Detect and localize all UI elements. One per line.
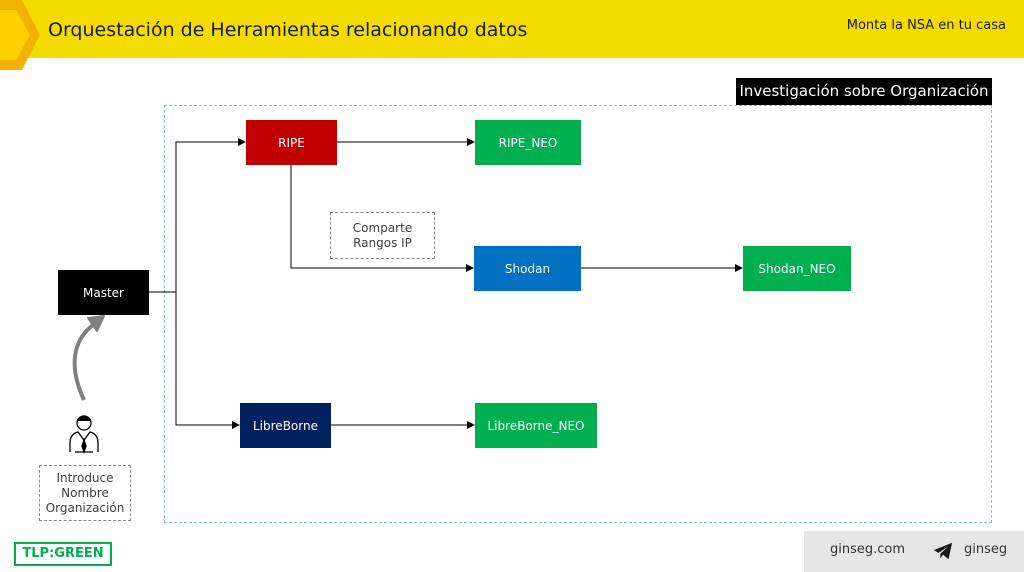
curved-arrow-icon [72,315,105,401]
libreborne-neo-node: LibreBorne_NEO [475,403,597,448]
hexagon-logo-icon [0,0,40,70]
header-tagline: Monta la NSA en tu casa [846,18,1006,33]
tlp-badge: TLP:GREEN [14,542,112,566]
footer-bar: ginseg.com ginseg [804,531,1024,572]
input-organization-note: Introduce Nombre Organización [39,465,131,521]
connector-master-libreborne [175,292,240,429]
page-title: Orquestación de Herramientas relacionand… [48,19,528,41]
note-line: Nombre [61,485,109,500]
connector-ripe-shodan [290,165,474,272]
note-line: Organización [45,500,125,515]
shodan-neo-node: Shodan_NEO [743,246,851,291]
libreborne-node: LibreBorne [240,403,331,448]
investigation-region [164,105,992,523]
ripe-node: RIPE [246,120,337,165]
telegram-icon [933,542,953,560]
note-line: Comparte [352,220,413,235]
header-bar [0,0,1024,58]
section-label: Investigación sobre Organización [736,78,992,105]
note-line: Rangos IP [353,235,412,250]
shodan-node: Shodan [474,246,581,291]
ripe-neo-node: RIPE_NEO [475,120,581,165]
footer-site: ginseg.com [830,542,906,557]
shares-ip-ranges-note: Comparte Rangos IP [330,212,435,259]
businessman-icon [69,415,99,455]
note-line: Introduce [56,470,114,485]
master-node: Master [58,270,149,315]
connector-master-trunk [149,138,246,293]
footer-handle: ginseg [964,542,1008,557]
